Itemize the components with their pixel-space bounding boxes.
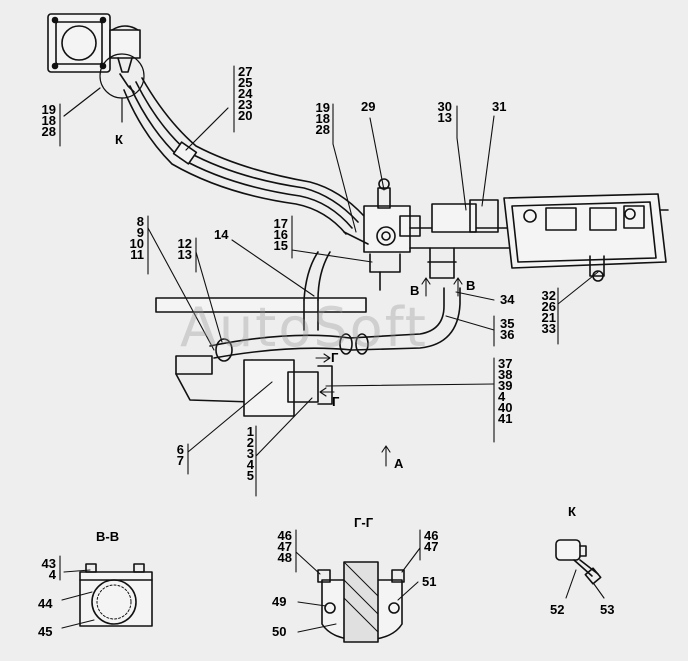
leader-k [63,87,123,123]
callout-k-letter: К [115,132,123,147]
callout-49: 49 [272,594,287,609]
section-b-b-title: В-В [96,529,120,544]
flange-unit [47,13,145,99]
arrow-g-bottom: Г [332,394,340,409]
callout-29: 29 [361,99,376,114]
arrow-b-left: В [410,283,420,298]
arrow-b-right: В [466,278,476,293]
callout-51: 51 [422,574,437,589]
hose-bundle [123,77,365,235]
callout-34: 34 [500,292,515,307]
section-k-drawing [555,539,605,599]
section-b-b-drawing [59,555,153,629]
callout-44: 44 [38,596,53,611]
canister [503,193,669,282]
callout-45: 45 [38,624,53,639]
main-pipe [409,199,521,279]
section-k-title: К [568,504,576,519]
callout-53: 53 [600,602,615,617]
watermark: AutoSoft [180,296,428,359]
callout-52: 52 [550,602,565,617]
arrow-g-top: Г [331,350,339,365]
leaders [59,65,599,497]
section-g-g-title: Г-Г [354,515,374,530]
callout-14: 14 [214,227,229,242]
lower-assembly [155,251,461,417]
section-g-g-drawing [295,529,421,643]
callout-31: 31 [492,99,507,114]
callout-50: 50 [272,624,287,639]
valve-block [343,178,421,291]
arrow-a-label: А [394,456,404,471]
